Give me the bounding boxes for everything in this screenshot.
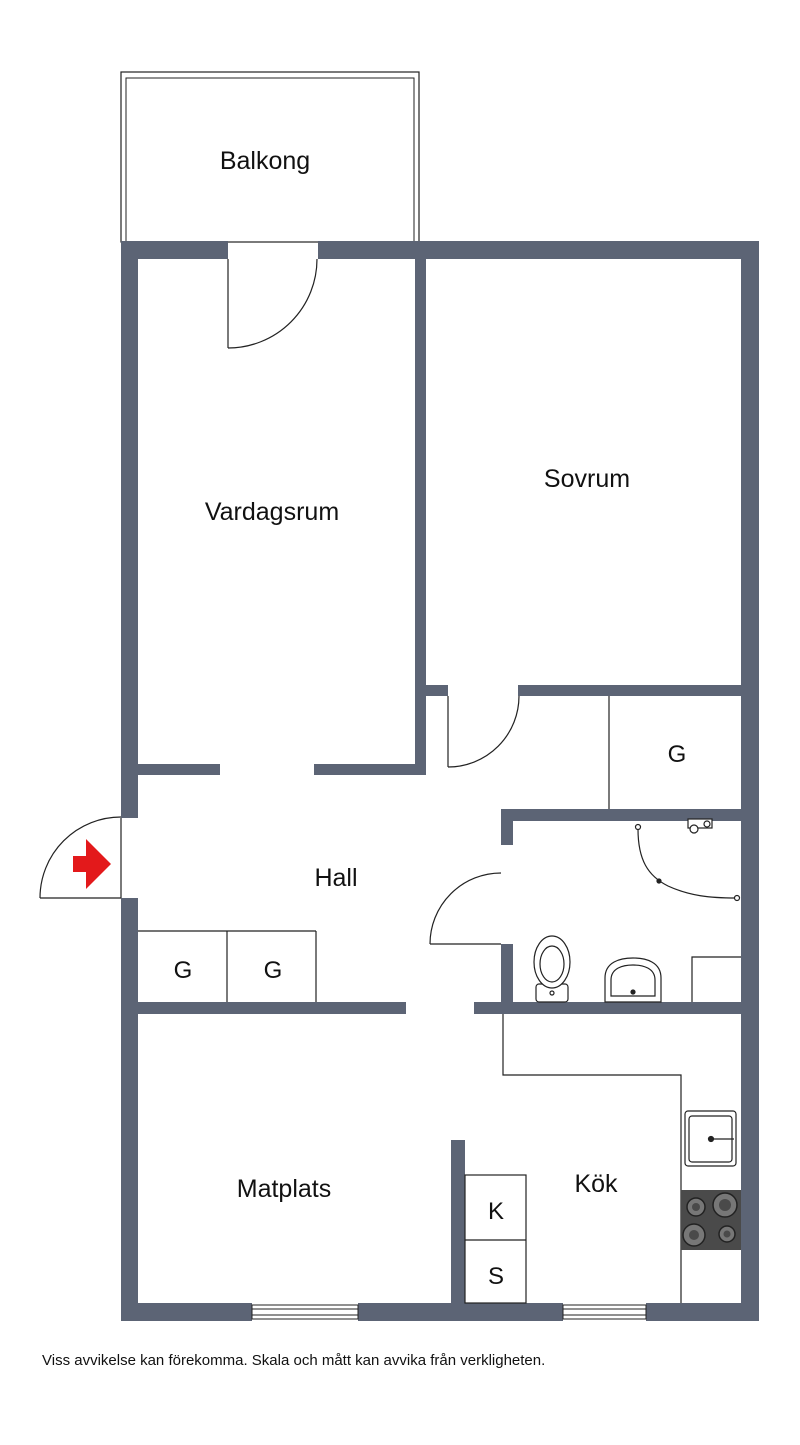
fridge-label: K xyxy=(488,1198,504,1225)
closet-label-bedroom: G xyxy=(668,741,687,768)
doors xyxy=(39,258,520,945)
stove-icon xyxy=(681,1190,741,1250)
closet-label-hall-1: G xyxy=(174,957,193,984)
washbasin-icon xyxy=(604,957,662,1003)
exterior-walls xyxy=(121,241,759,1321)
interior-walls xyxy=(138,259,741,1303)
room-label-kitchen: Kök xyxy=(574,1170,618,1198)
toilet-icon xyxy=(533,935,571,1003)
kitchen-sink-icon xyxy=(684,1110,737,1167)
entrance-arrow-icon xyxy=(73,839,111,889)
kitchen-counter xyxy=(464,1014,682,1304)
bathroom-cabinet xyxy=(691,956,741,1002)
balcony xyxy=(120,71,420,243)
shower-icon xyxy=(634,818,741,902)
room-label-balcony: Balkong xyxy=(220,147,310,175)
windows xyxy=(251,1304,647,1320)
closet-label-hall-2: G xyxy=(264,957,283,984)
room-label-living-room: Vardagsrum xyxy=(205,498,339,526)
disclaimer-text: Viss avvikelse kan förekomma. Skala och … xyxy=(42,1352,546,1369)
freezer-label: S xyxy=(488,1263,504,1290)
room-label-hall: Hall xyxy=(314,864,357,892)
room-label-bedroom: Sovrum xyxy=(544,465,630,493)
closets xyxy=(138,696,610,1002)
room-label-dining: Matplats xyxy=(237,1175,331,1203)
